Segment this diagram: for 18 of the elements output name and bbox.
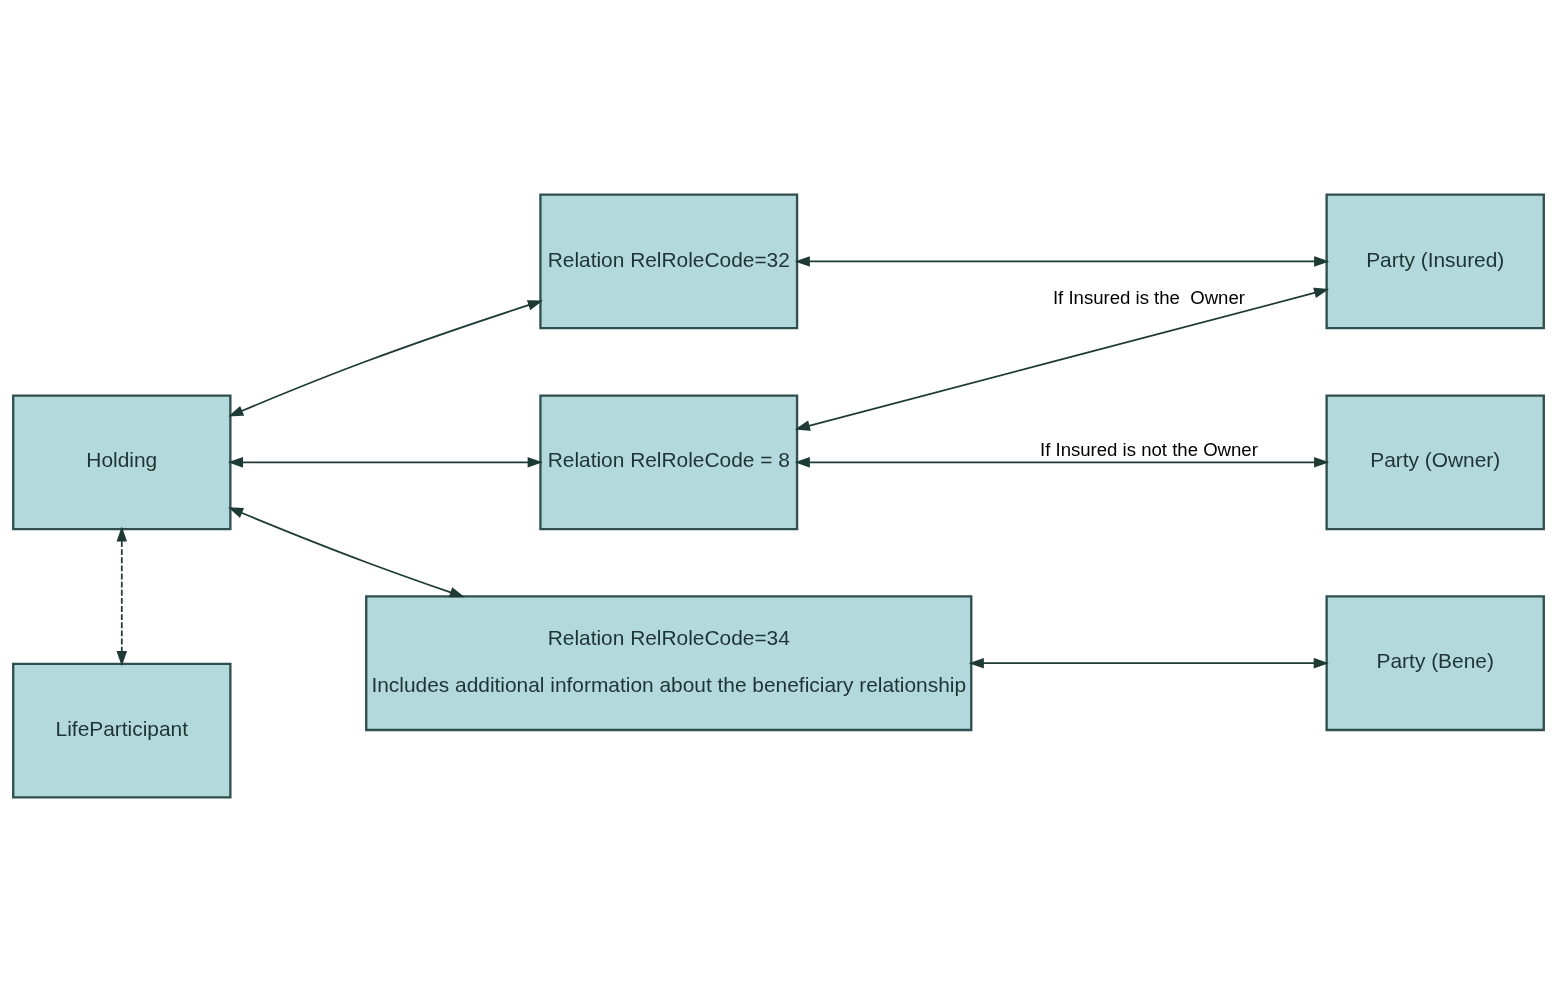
node-box: Party (Owner) (1325, 394, 1545, 531)
edge-label: If Insured is the Owner (1052, 287, 1245, 309)
arrow (227, 457, 543, 468)
arrow (228, 300, 543, 417)
arrow (794, 457, 1330, 468)
arrow (228, 507, 465, 598)
node-box: Relation RelRoleCode=32 (539, 193, 799, 330)
node-box: LifeParticipant (12, 662, 232, 799)
arrow (794, 256, 1330, 267)
edge-label: If Insured is not the Owner (1040, 439, 1258, 461)
node-box: Holding (12, 394, 232, 531)
node-box: Party (Bene) (1325, 595, 1545, 732)
node-box: Relation RelRoleCode=34 Includes additional information about the beneficiary relationship (365, 595, 973, 732)
arrow (116, 526, 128, 667)
node-box: Relation RelRoleCode = 8 (539, 394, 799, 531)
arrow (794, 287, 1330, 431)
arrow (968, 657, 1329, 669)
node-box: Party (Insured) (1325, 193, 1545, 330)
